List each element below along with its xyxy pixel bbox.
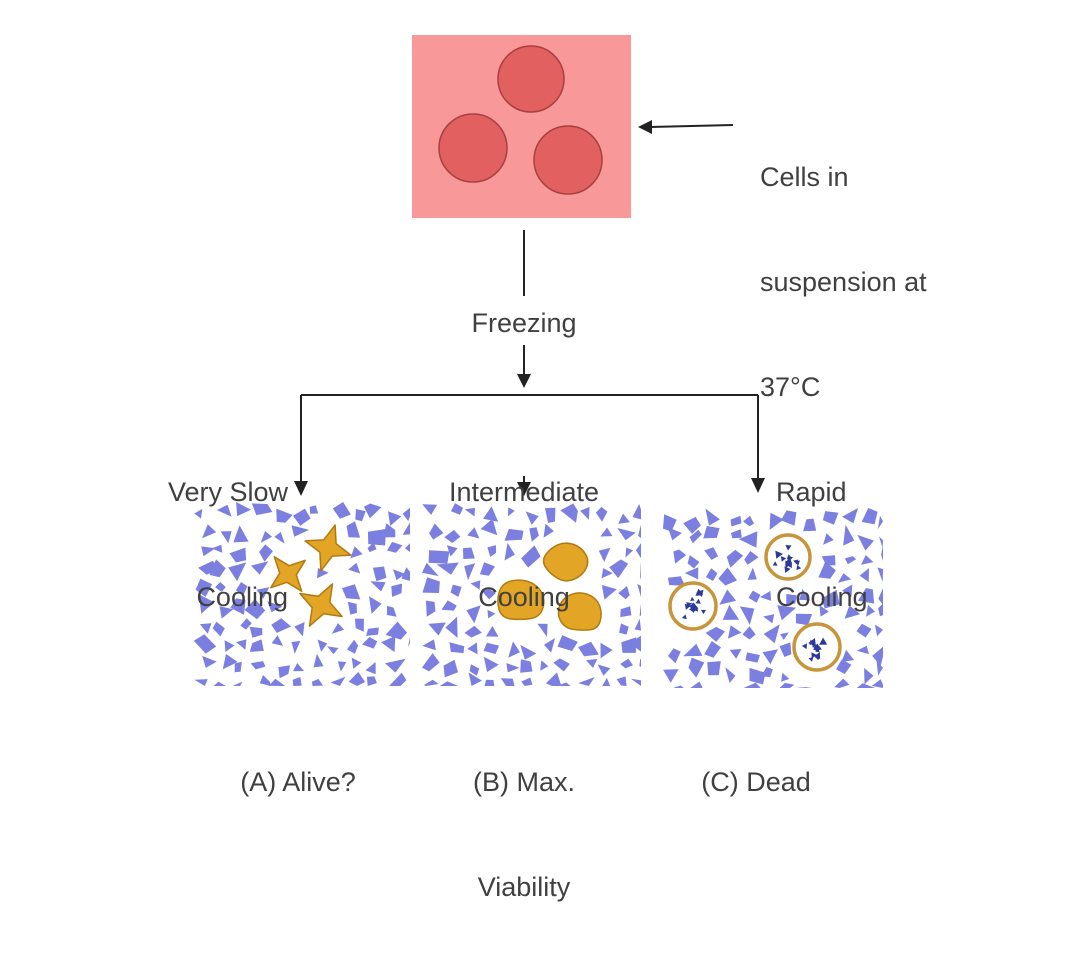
- outcome-label-very-slow-line-1: (A) Alive?: [198, 765, 398, 800]
- cooling-label-very-slow: Very Slow Cooling: [120, 405, 288, 685]
- start-label-line-2: suspension at: [760, 265, 927, 300]
- cooling-label-intermediate-line-1: Intermediate: [404, 475, 644, 510]
- outcome-label-intermediate-line-2: Viability: [424, 870, 624, 905]
- start-label-line-1: Cells in: [760, 160, 927, 195]
- freezing-diagram: .fill-suspension{fill:#f89898;}.cell{fil…: [0, 0, 1080, 785]
- outcome-label-intermediate-line-1: (B) Max.: [424, 765, 624, 800]
- label-pointer-arrow: [638, 120, 733, 134]
- branch-arrow-very-slow: [294, 395, 308, 496]
- suspension-panel: [412, 35, 631, 218]
- outcome-label-rapid-line-1: (C) Dead: [656, 765, 856, 800]
- cooling-label-rapid-line-2: Cooling: [776, 580, 936, 615]
- dead-cell: [670, 583, 716, 629]
- outcome-label-intermediate: (B) Max. Viability: [424, 695, 624, 975]
- cell-left: [439, 114, 507, 182]
- ice-crystal: [368, 529, 386, 546]
- cooling-label-very-slow-line-1: Very Slow: [120, 475, 288, 510]
- cooling-label-intermediate-line-2: Cooling: [404, 580, 644, 615]
- outcome-label-very-slow: (A) Alive?: [198, 695, 398, 870]
- step-label: Freezing: [424, 306, 624, 341]
- cell-right: [534, 126, 602, 194]
- ice-crystal: [707, 661, 721, 675]
- cooling-label-rapid: Rapid Cooling: [776, 405, 936, 685]
- freezing-arrow: [517, 345, 531, 388]
- cooling-label-very-slow-line-2: Cooling: [120, 580, 288, 615]
- cell-top: [498, 46, 564, 112]
- cooling-label-intermediate: Intermediate Cooling: [404, 405, 644, 685]
- cooling-label-rapid-line-1: Rapid: [776, 475, 936, 510]
- start-label-line-3: 37°C: [760, 370, 927, 405]
- outcome-label-rapid: (C) Dead: [656, 695, 856, 870]
